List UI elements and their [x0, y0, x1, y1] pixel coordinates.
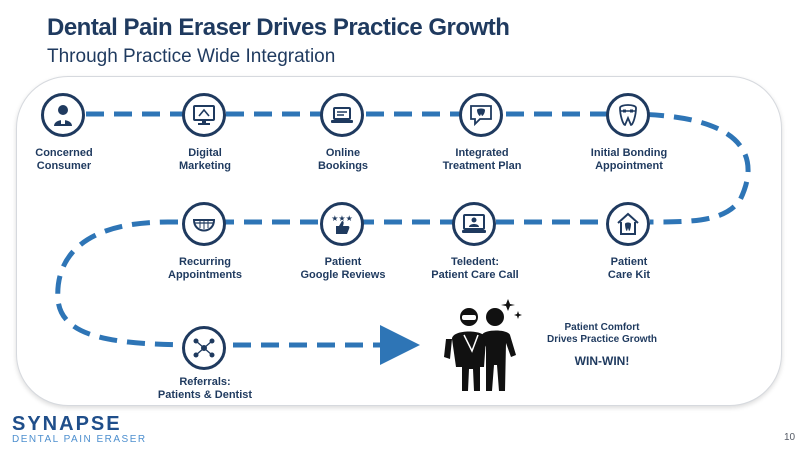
- network-icon: [182, 326, 226, 370]
- step-label-patient-care-kit: Patient Care Kit: [607, 256, 651, 281]
- step-label-integrated-treatment-plan: Integrated Treatment Plan: [442, 147, 522, 172]
- logo-main-text: SYNAPSE: [12, 413, 122, 435]
- synapse-logo: SYNAPSE DENTAL PAIN ERASER: [12, 414, 147, 446]
- computer-monitor-icon: [182, 93, 226, 137]
- step-label-digital-marketing: Digital Marketing: [179, 147, 231, 172]
- step-label-initial-bonding-appointment: Initial Bonding Appointment: [590, 147, 668, 172]
- step-label-teledent-patient-care-call: Teledent: Patient Care Call: [431, 256, 519, 281]
- page-number: 10: [784, 432, 796, 443]
- smile-icon: [182, 202, 226, 246]
- outcome-win-label: WIN-WIN!: [574, 354, 630, 368]
- outcome-caption: Patient Comfort Drives Practice Growth: [546, 322, 658, 345]
- house-tooth-icon: [606, 202, 650, 246]
- review-stars-icon: ★★★: [320, 202, 364, 246]
- laptop-icon: [320, 93, 364, 137]
- step-label-online-bookings: Online Bookings: [317, 147, 369, 172]
- step-label-referrals: Referrals: Patients & Dentist: [157, 376, 253, 401]
- tooth-braces-icon: [606, 93, 650, 137]
- dentist-patient-icon: [41, 93, 85, 137]
- page-subtitle: Through Practice Wide Integration: [47, 46, 336, 67]
- step-label-patient-google-reviews: Patient Google Reviews: [300, 256, 386, 281]
- path-row-1: [86, 111, 751, 225]
- tooth-chat-icon: [459, 93, 503, 137]
- step-label-recurring-appointments: Recurring Appointments: [168, 256, 242, 281]
- svg-text:★★★: ★★★: [331, 214, 353, 223]
- video-call-icon: [452, 202, 496, 246]
- path-row-2: [55, 219, 626, 348]
- page-title: Dental Pain Eraser Drives Practice Growt…: [47, 14, 510, 41]
- step-label-concerned-consumer: Concerned Consumer: [35, 147, 93, 172]
- logo-sub-text: DENTAL PAIN ERASER: [12, 434, 147, 445]
- dentist-and-patient-icon: [444, 299, 522, 391]
